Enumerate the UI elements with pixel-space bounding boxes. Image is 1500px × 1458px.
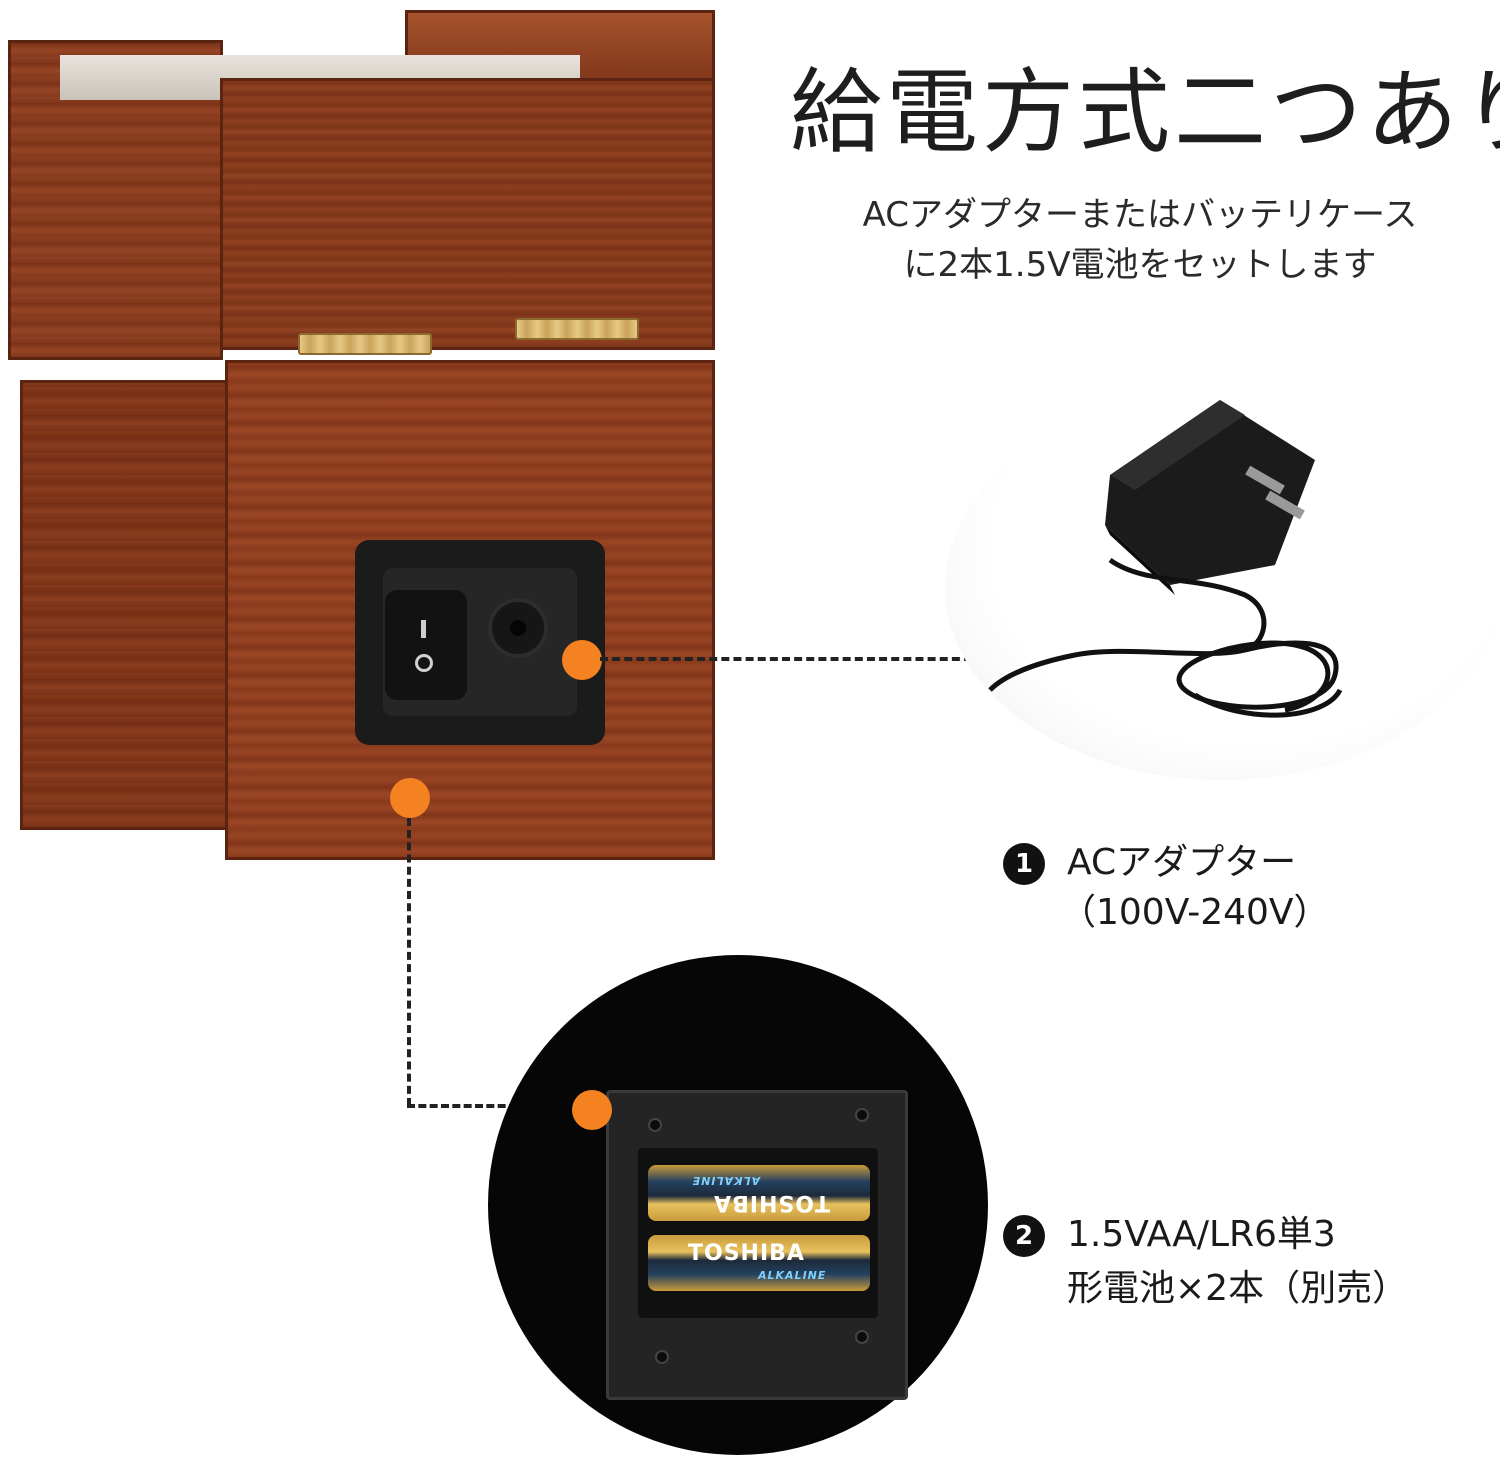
switch-off-mark — [415, 654, 433, 672]
option-label-line1: ACアダプター — [1067, 842, 1297, 883]
battery-brand: TOSHIBA — [688, 1241, 805, 1266]
battery-aa-top: TOSHIBA ALKALINE — [648, 1165, 870, 1221]
subtitle-line-1: ACアダプターまたはバッテリケース — [862, 195, 1418, 235]
option-label-line1: 1.5VAA/LR6単3 — [1067, 1214, 1336, 1255]
option-number-badge: 1 — [1003, 843, 1045, 885]
callout-dot-battery — [572, 1090, 612, 1130]
callout-line-battery — [407, 1104, 517, 1108]
screw-icon — [655, 1350, 669, 1364]
box-lid-front — [220, 78, 715, 350]
option-number-badge: 2 — [1003, 1215, 1045, 1257]
page-subtitle: ACアダプターまたはバッテリケース に2本1.5V電池をセットします — [800, 190, 1480, 290]
hinge-right — [515, 318, 639, 340]
option-ac-adapter: 1 ACアダプター — [1003, 838, 1296, 888]
screw-icon — [855, 1108, 869, 1122]
callout-dot-jack — [562, 640, 602, 680]
screw-icon — [648, 1118, 662, 1132]
callout-line-adapter — [600, 657, 972, 661]
option-batteries-detail: 形電池×2本（別売） — [1067, 1268, 1409, 1309]
ac-adapter-illustration — [988, 400, 1343, 718]
option-ac-adapter-voltage: （100V-240V） — [1060, 892, 1330, 933]
box-side-panel — [20, 380, 230, 830]
switch-on-mark — [421, 620, 426, 638]
subtitle-line-2: に2本1.5V電池をセットします — [903, 245, 1377, 285]
page-title: 給電方式二つあり — [790, 59, 1500, 166]
battery-type: ALKALINE — [758, 1269, 827, 1282]
battery-brand: TOSHIBA — [713, 1190, 830, 1215]
power-switch[interactable] — [385, 590, 467, 700]
battery-type: ALKALINE — [691, 1174, 760, 1187]
dc-power-jack[interactable] — [488, 598, 548, 658]
callout-dot-bottom — [390, 778, 430, 818]
dc-jack-pin — [510, 620, 526, 636]
battery-aa-bottom: TOSHIBA ALKALINE — [648, 1235, 870, 1291]
hinge-left — [298, 333, 432, 355]
screw-icon — [855, 1330, 869, 1344]
callout-line-vertical — [407, 818, 411, 1106]
option-batteries: 2 1.5VAA/LR6単3 — [1003, 1210, 1336, 1260]
